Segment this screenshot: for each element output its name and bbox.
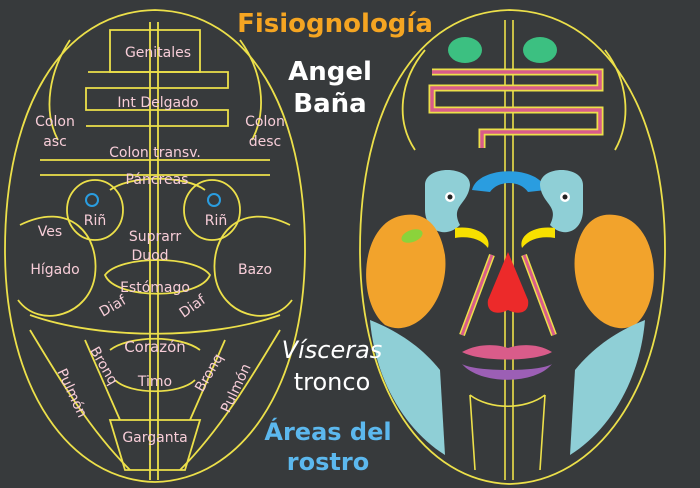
label-ves: Ves — [38, 224, 62, 240]
estomago-zone — [103, 259, 212, 295]
label-colon-desc-1: Colon — [245, 114, 285, 130]
rin-left-zone — [66, 179, 124, 241]
mouth-lower-lip — [462, 364, 552, 380]
right-face-areas — [359, 9, 666, 485]
green-zone-left — [448, 37, 482, 63]
caption-tronco: tronco — [294, 368, 371, 396]
label-bronq-left: Bronq — [86, 344, 121, 388]
intestine-outer-right — [239, 39, 262, 141]
label-corazon: Corazón — [124, 338, 186, 356]
bazo-zone — [213, 215, 293, 317]
label-duod: Duod — [131, 248, 168, 264]
eye-left-pupil-icon — [447, 194, 453, 200]
lime-zone — [401, 229, 423, 243]
jaw-zone-right — [570, 320, 645, 455]
label-colon-desc-2: desc — [249, 134, 282, 150]
bronq-left-line — [84, 339, 121, 421]
higado-zone — [17, 215, 97, 317]
author-first-name: Angel — [288, 57, 372, 87]
label-higado: Hígado — [30, 262, 79, 278]
label-pulmon-right: Pulmón — [218, 361, 254, 415]
nasolabial-right-core — [522, 254, 556, 336]
left-face-outline — [4, 9, 306, 483]
rin-left-marker-icon — [85, 193, 99, 207]
left-midline — [149, 22, 159, 480]
left-face-labels: Genitales Int Delgado Colon asc Colon de… — [30, 45, 285, 446]
eye-right-pupil-icon — [562, 194, 568, 200]
left-face-organ-map — [4, 9, 306, 483]
label-int-delgado: Int Delgado — [117, 95, 198, 111]
right-midline — [504, 20, 514, 480]
label-colon-asc-2: asc — [43, 134, 67, 150]
yellow-crescent-right — [521, 227, 555, 248]
jaw-zone-left — [370, 320, 445, 455]
label-colon-transv: Colon transv. — [109, 145, 201, 161]
pancreas-curve — [109, 177, 206, 191]
diagram-title: Fisiognología — [237, 9, 433, 39]
diafragma-line — [29, 314, 281, 335]
pink-intestine-serpentine-core — [430, 70, 602, 148]
label-suprarr: Suprarr — [129, 229, 181, 245]
right-face-outline — [359, 9, 666, 485]
forehead-curve-left — [401, 49, 426, 151]
rin-right-zone — [183, 179, 241, 241]
corazon-zone — [109, 337, 201, 351]
blue-arch — [472, 171, 546, 192]
author-last-name: Baña — [293, 89, 366, 119]
label-bronq-right: Bronq — [192, 351, 227, 395]
label-garganta: Garganta — [122, 430, 187, 446]
label-estomago: Estómago — [120, 280, 190, 296]
label-bazo: Bazo — [238, 262, 272, 278]
garganta-zone — [108, 419, 202, 471]
timo-zone — [114, 379, 196, 393]
label-pulmon-left: Pulmón — [53, 366, 89, 420]
label-colon-asc-1: Colon — [35, 114, 75, 130]
label-genitales: Genitales — [125, 45, 191, 61]
yellow-crescent-left — [455, 227, 489, 248]
forehead-curve-right — [604, 49, 627, 151]
caption-areas-del: Áreas del — [264, 417, 391, 446]
label-timo: Timo — [137, 374, 172, 390]
label-rin-left: Riñ — [84, 213, 107, 229]
orange-cheek-left — [366, 214, 446, 329]
bronq-right-line — [189, 339, 226, 421]
red-nose — [487, 252, 529, 313]
int-delgado-loops — [85, 71, 229, 127]
label-pancreas: Páncreas — [126, 172, 189, 188]
green-zone-right — [523, 37, 557, 63]
pulmon-left-zone — [29, 329, 131, 471]
colon-transv-band — [40, 159, 270, 176]
caption-rostro: rostro — [287, 448, 369, 476]
rin-right-marker-icon — [207, 193, 221, 207]
nasolabial-left-core — [460, 254, 494, 336]
eye-zone-right — [540, 170, 583, 233]
intestine-outer-left — [48, 39, 71, 141]
chin-lines — [469, 394, 546, 471]
label-diaf-left: Diaf — [97, 292, 130, 320]
caption-visceras: Vísceras — [282, 336, 383, 364]
pulmon-right-zone — [179, 329, 281, 471]
orange-cheek-right — [574, 214, 654, 329]
mouth-upper-lip — [462, 345, 552, 360]
label-rin-right: Riñ — [205, 213, 228, 229]
